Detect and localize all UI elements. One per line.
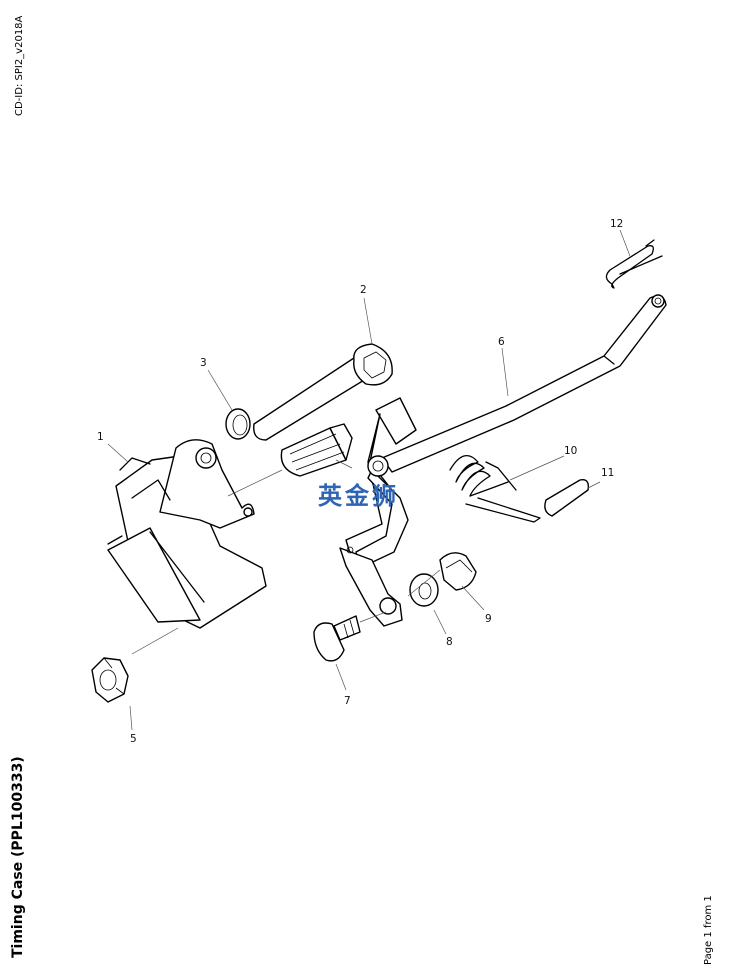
callout-6: 6 bbox=[498, 336, 505, 348]
part-12-spring-clip bbox=[605, 239, 663, 289]
callout-7: 7 bbox=[344, 695, 351, 707]
callout-8: 8 bbox=[446, 636, 453, 648]
part-9-cap-nut bbox=[439, 552, 477, 591]
watermark-logo: 英金狮 bbox=[318, 482, 399, 510]
lever-bracket bbox=[339, 397, 417, 627]
part-5-nut bbox=[91, 657, 129, 703]
leader-lines bbox=[107, 229, 631, 731]
callout-12: 12 bbox=[610, 218, 623, 230]
callout-1: 1 bbox=[97, 431, 104, 443]
part-7-shoulder-bolt bbox=[313, 615, 361, 662]
callout-11: 11 bbox=[601, 467, 614, 479]
sensor-stud bbox=[280, 423, 353, 477]
callout-3: 3 bbox=[200, 357, 207, 369]
part-1-housing bbox=[107, 439, 267, 629]
callout-2: 2 bbox=[360, 284, 367, 296]
part-11-sleeve bbox=[544, 479, 590, 517]
callout-numbers: 1 2 3 5 6 7 8 9 10 11 12 bbox=[97, 218, 623, 745]
callout-9: 9 bbox=[485, 613, 492, 625]
part-2-bolt bbox=[253, 343, 393, 441]
callout-5: 5 bbox=[130, 733, 137, 745]
callout-10: 10 bbox=[564, 445, 577, 457]
part-6-lever-rod bbox=[381, 294, 667, 473]
part-10-torsion-spring bbox=[449, 454, 541, 523]
part-8-washer bbox=[409, 573, 439, 607]
part-3-circlip bbox=[225, 408, 251, 440]
